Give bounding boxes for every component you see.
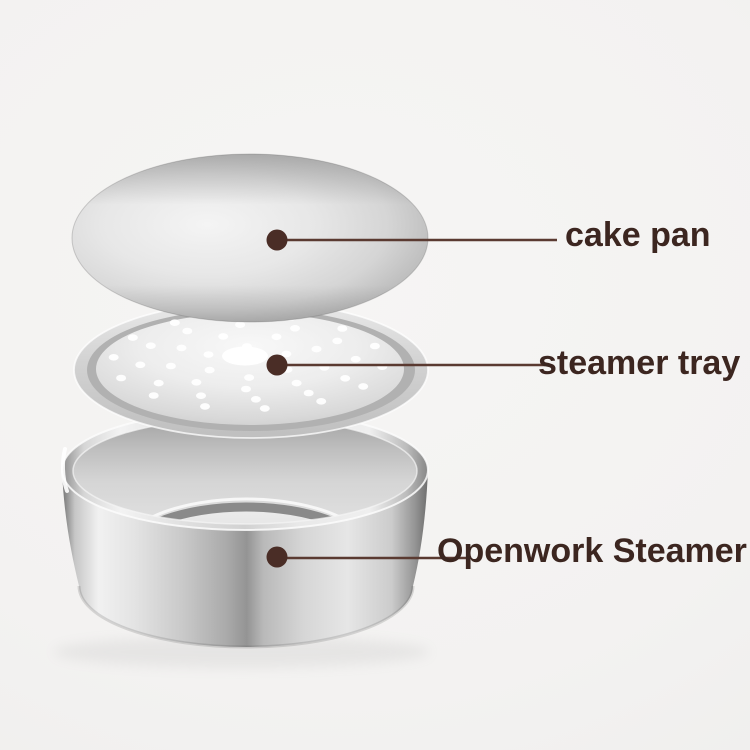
tray-hole bbox=[127, 334, 138, 341]
tray-hole bbox=[204, 366, 215, 374]
callout-dot-openwork-steamer bbox=[266, 546, 288, 568]
steamer-opening-highlight bbox=[118, 497, 374, 524]
tray-hole bbox=[241, 385, 251, 393]
cake-pan-disc bbox=[71, 153, 429, 323]
tray-hole bbox=[169, 319, 180, 327]
tray-hole bbox=[358, 383, 369, 390]
tray-hole bbox=[176, 344, 187, 352]
label-openwork-steamer: Openwork Steamer bbox=[437, 532, 747, 570]
tray-hole bbox=[340, 375, 351, 382]
tray-hole bbox=[165, 362, 176, 370]
tray-hole bbox=[200, 403, 210, 410]
ground-shadow bbox=[54, 636, 430, 668]
steamer-interior bbox=[73, 418, 417, 524]
tray-hole bbox=[244, 374, 255, 381]
steamer-rim-left-glint bbox=[60, 447, 69, 493]
label-steamer-tray: steamer tray bbox=[538, 344, 741, 382]
tray-hole bbox=[369, 342, 380, 350]
tray-hole bbox=[108, 354, 119, 361]
tray-hole bbox=[153, 379, 164, 387]
tray-hole bbox=[250, 396, 261, 403]
callout-dot-cake-pan bbox=[266, 229, 288, 251]
label-cake-pan: cake pan bbox=[565, 216, 711, 254]
steamer-open-bottom bbox=[118, 502, 374, 524]
tray-hole bbox=[291, 379, 302, 387]
tray-hole bbox=[290, 325, 300, 332]
tray-holes bbox=[108, 312, 388, 412]
tray-hole bbox=[271, 333, 282, 341]
tray-hole bbox=[218, 333, 229, 340]
tray-hole bbox=[303, 389, 314, 397]
tray-hole bbox=[337, 325, 348, 332]
tray-hole bbox=[203, 351, 214, 358]
steamer-tray-disc bbox=[73, 301, 429, 439]
tray-hole bbox=[316, 398, 327, 405]
tray-hole bbox=[145, 342, 156, 350]
tray-plate bbox=[96, 313, 404, 425]
tray-hole bbox=[332, 337, 343, 345]
tray-hole bbox=[281, 350, 292, 358]
steamer-bottom-edge bbox=[77, 585, 415, 649]
tray-hole bbox=[148, 392, 159, 399]
tray-hole bbox=[259, 405, 270, 412]
tray-hole bbox=[116, 374, 127, 382]
openwork-steamer-basket bbox=[60, 409, 429, 649]
tray-hole bbox=[182, 327, 193, 335]
callout-dot-steamer-tray bbox=[266, 354, 288, 376]
tray-hole bbox=[196, 392, 206, 400]
tray-hole bbox=[235, 321, 246, 329]
tray-hole bbox=[191, 379, 202, 386]
callouts bbox=[266, 229, 557, 568]
tray-hole bbox=[350, 355, 361, 363]
tray-hole bbox=[135, 361, 146, 369]
tray-center-hole bbox=[222, 346, 268, 366]
steamer-body-wall bbox=[62, 470, 428, 647]
tray-hole bbox=[311, 345, 322, 353]
